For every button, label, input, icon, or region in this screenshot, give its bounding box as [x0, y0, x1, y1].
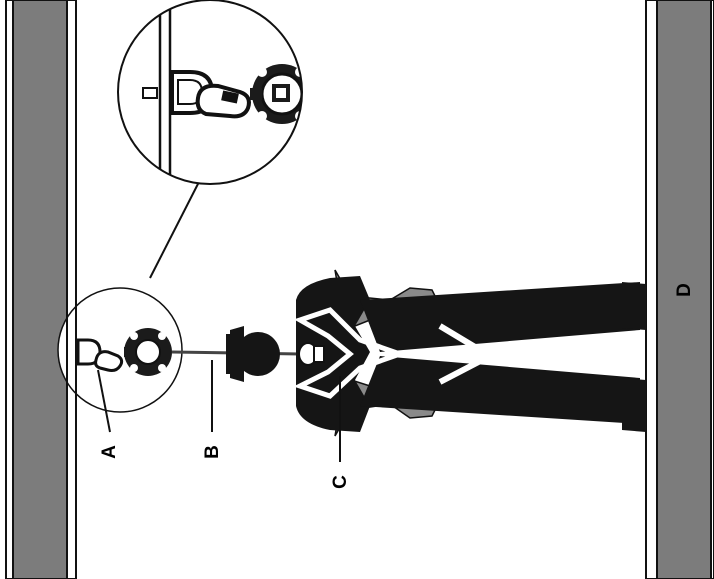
left-beam — [0, 0, 80, 579]
label-d: D — [674, 283, 695, 297]
label-b: B — [202, 445, 223, 459]
magnified-detail-circle — [117, 0, 303, 185]
leader-line-a — [97, 369, 111, 433]
label-c: C — [330, 475, 351, 489]
label-a: A — [99, 445, 120, 459]
worker-figure — [226, 269, 646, 437]
detail-connector-line — [149, 175, 203, 279]
right-beam-d — [645, 0, 714, 579]
